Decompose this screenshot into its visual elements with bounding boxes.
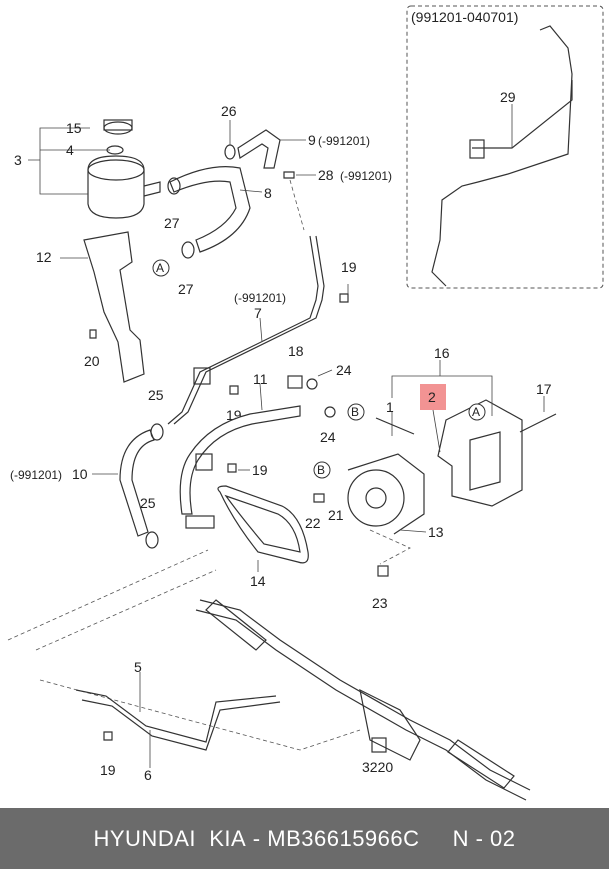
label-1: 1: [386, 399, 394, 415]
label-10: 10: [72, 466, 88, 482]
label-28: 28: [318, 167, 334, 183]
highlight-2: [420, 384, 446, 410]
reservoir-assembly: 15 4 3: [14, 119, 161, 219]
parts-diagram: (991201-040701) 29 15 4 3 12 20 8 27 27: [7, 5, 604, 801]
label-3220: 3220: [362, 759, 393, 775]
footer-brand: HYUNDAI KIA: [93, 825, 247, 851]
label-29: 29: [500, 89, 516, 105]
label-22: 22: [305, 515, 321, 531]
belt-14: 14: [217, 485, 309, 589]
label-6: 6: [144, 767, 152, 783]
footer-page: N - 02: [452, 825, 516, 851]
label-15: 15: [66, 120, 82, 136]
pump-13: B 13 22 21: [305, 453, 444, 540]
label-19d: 19: [100, 762, 116, 778]
label-7: 7: [254, 305, 262, 321]
ref-b-1: B: [351, 405, 359, 419]
label-23: 23: [372, 595, 388, 611]
inset-box: (991201-040701) 29: [406, 5, 604, 289]
label-13: 13: [428, 524, 444, 540]
label-8: 8: [264, 185, 272, 201]
hose-8: 8 27 27 A: [152, 166, 272, 297]
label-24b: 24: [320, 429, 336, 445]
label-14: 14: [250, 573, 266, 589]
ref-a-1: A: [156, 261, 164, 275]
label-19a: 19: [341, 259, 357, 275]
label-26: 26: [221, 103, 237, 119]
label-18: 18: [288, 343, 304, 359]
hose-9: 26 9 (-991201) 28 (-991201): [221, 103, 392, 231]
bracket-16: 16 1 2 A 17 23: [369, 345, 557, 611]
label-21: 21: [328, 507, 344, 523]
footer-part-number: MB36615966C: [267, 825, 420, 851]
label-9: 9: [308, 132, 316, 148]
bracket-12: 12 20: [36, 231, 145, 383]
fittings-18-24: 18 24 24 B: [287, 343, 365, 445]
footer-separator: -: [246, 825, 268, 851]
tube-7: (-991201) 7 19 19: [167, 235, 357, 425]
label-27b: 27: [178, 281, 194, 297]
hose-11: 11 19: [179, 371, 301, 529]
label-25b: 25: [140, 495, 156, 511]
label-12: 12: [36, 249, 52, 265]
note-28: (-991201): [340, 169, 392, 183]
label-5: 5: [134, 659, 142, 675]
inset-title: (991201-040701): [411, 9, 518, 25]
label-4: 4: [66, 142, 74, 158]
hose-10: 25 25 (-991201) 10: [10, 387, 164, 549]
label-25a: 25: [148, 387, 164, 403]
note-7: (-991201): [234, 291, 286, 305]
label-19c: 19: [252, 462, 268, 478]
label-3: 3: [14, 152, 22, 168]
footer-bar: HYUNDAI KIA - MB36615966C N - 02: [0, 808, 609, 869]
tubes-5-6: 5 6 19: [75, 659, 281, 783]
label-24a: 24: [336, 362, 352, 378]
label-27a: 27: [164, 215, 180, 231]
ref-a-2: A: [472, 405, 480, 419]
ref-b-2: B: [317, 463, 325, 477]
note-9: (-991201): [318, 134, 370, 148]
label-11: 11: [253, 371, 268, 387]
label-2: 2: [428, 389, 436, 405]
label-20: 20: [84, 353, 100, 369]
note-10: (-991201): [10, 468, 62, 482]
steering-rack: 3220: [7, 549, 531, 801]
label-17: 17: [536, 381, 552, 397]
label-16: 16: [434, 345, 450, 361]
